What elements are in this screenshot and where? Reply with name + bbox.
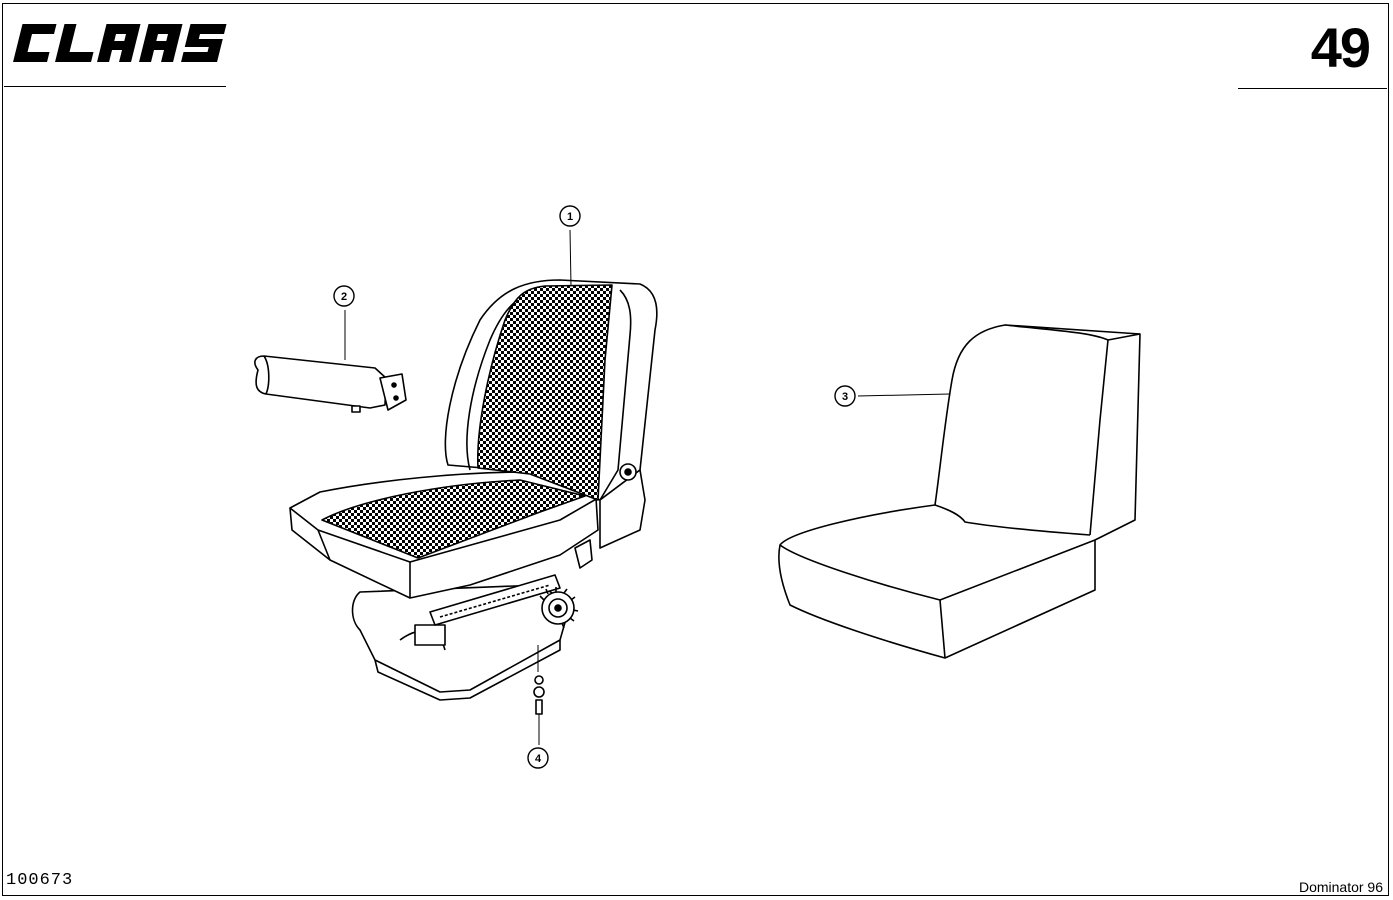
header-rule-left bbox=[4, 86, 226, 87]
callout-3-label: 3 bbox=[842, 391, 848, 403]
machine-model: Dominator 96 bbox=[1298, 879, 1383, 895]
header-rule-right bbox=[1238, 88, 1387, 89]
drawing-reference-number: 100673 bbox=[6, 871, 74, 890]
claas-logo bbox=[13, 24, 227, 62]
armrest bbox=[254, 310, 407, 413]
callout-4: 4 bbox=[527, 747, 549, 769]
callout-1: 1 bbox=[559, 205, 581, 227]
seat-cover bbox=[778, 324, 1141, 659]
callout-2: 2 bbox=[333, 285, 355, 307]
page-frame bbox=[2, 3, 1389, 896]
page-number: 49 bbox=[1310, 16, 1371, 79]
callout-1-label: 1 bbox=[567, 211, 573, 223]
callout-2-label: 2 bbox=[341, 291, 347, 303]
callout-3: 3 bbox=[834, 385, 856, 407]
callout-4-label: 4 bbox=[535, 753, 542, 765]
driver-seat bbox=[289, 229, 658, 745]
adjusting-knob bbox=[539, 587, 579, 629]
